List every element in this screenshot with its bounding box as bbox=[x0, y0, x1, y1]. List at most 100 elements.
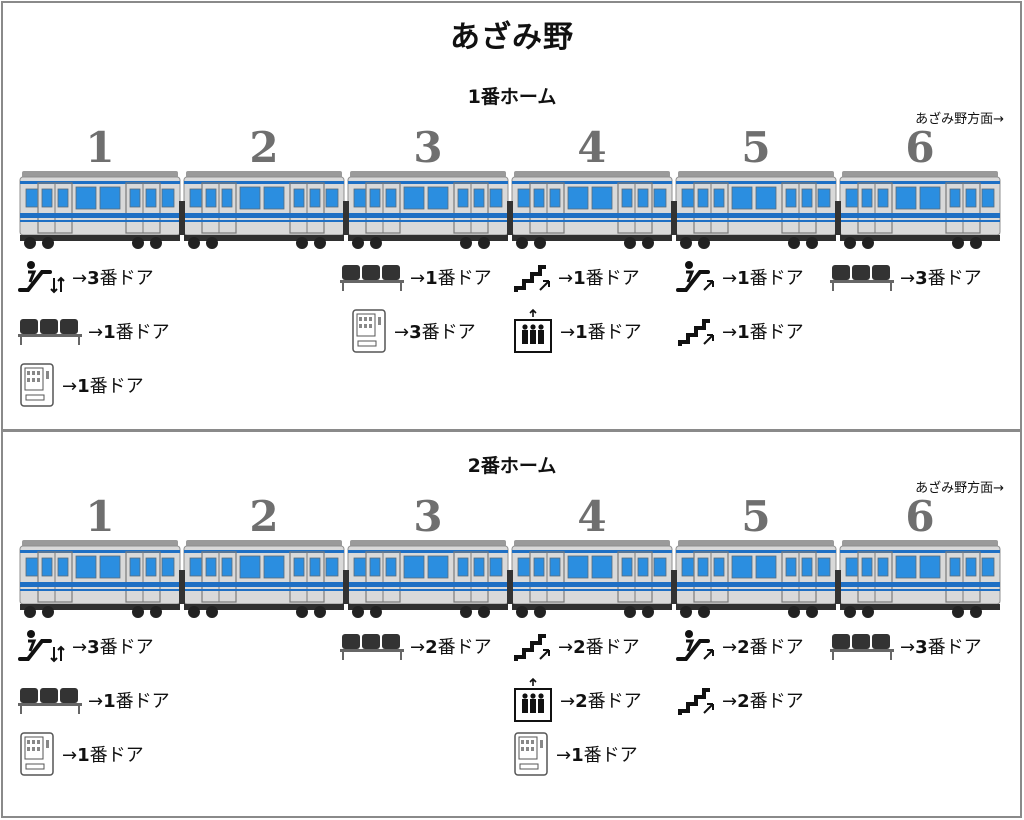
door-number: 1 bbox=[575, 322, 588, 343]
door-suffix: 番ドア bbox=[585, 268, 640, 289]
arrow-glyph: → bbox=[62, 745, 78, 766]
train-car-4: 4 bbox=[510, 496, 674, 621]
door-suffix: 番ドア bbox=[927, 637, 982, 658]
door-suffix: 番ドア bbox=[587, 322, 642, 343]
train-car-6: 6 bbox=[838, 127, 1002, 252]
door-suffix: 番ドア bbox=[749, 691, 804, 712]
door-suffix: 番ドア bbox=[421, 322, 476, 343]
door-suffix: 番ドア bbox=[587, 691, 642, 712]
arrow-glyph: → bbox=[722, 637, 738, 658]
door-label: →3番ドア bbox=[900, 264, 982, 290]
arrow-glyph: → bbox=[560, 691, 576, 712]
door-label: →2番ドア bbox=[722, 687, 804, 713]
facility-item: →1番ドア bbox=[512, 254, 640, 300]
door-label: →1番ドア bbox=[62, 372, 144, 398]
escalator-up-icon bbox=[676, 260, 716, 294]
bench-icon bbox=[340, 631, 404, 661]
door-number: 3 bbox=[87, 637, 100, 658]
stairs-up-icon bbox=[512, 629, 552, 663]
train-car-graphic bbox=[510, 171, 674, 249]
stairs-up-icon bbox=[676, 683, 716, 717]
door-label: →3番ドア bbox=[72, 264, 154, 290]
car-number: 5 bbox=[741, 492, 771, 541]
escalator-updown-icon bbox=[18, 260, 66, 294]
train-car-graphic bbox=[182, 171, 346, 249]
door-number: 3 bbox=[87, 268, 100, 289]
facility-item: →1番ドア bbox=[512, 731, 638, 777]
train-car-graphic bbox=[838, 171, 1001, 249]
door-number: 1 bbox=[573, 268, 586, 289]
door-suffix: 番ドア bbox=[115, 322, 170, 343]
arrow-glyph: → bbox=[560, 322, 576, 343]
car-number: 6 bbox=[905, 123, 935, 172]
facility-item: →2番ドア bbox=[676, 623, 804, 669]
door-number: 3 bbox=[409, 322, 422, 343]
door-number: 1 bbox=[737, 268, 750, 289]
door-label: →2番ドア bbox=[560, 687, 642, 713]
train-car-graphic bbox=[182, 540, 346, 618]
vending-machine-icon bbox=[18, 363, 56, 407]
train-car-graphic bbox=[346, 540, 510, 618]
door-number: 1 bbox=[425, 268, 438, 289]
train-car-3: 3 bbox=[346, 496, 510, 621]
bench-icon bbox=[830, 262, 894, 292]
arrow-glyph: → bbox=[62, 376, 78, 397]
train-car-graphic bbox=[674, 540, 838, 618]
train-car-graphic bbox=[19, 171, 182, 249]
stairs-up-icon bbox=[512, 260, 552, 294]
train-car-2: 2 bbox=[182, 496, 346, 621]
door-label: →1番ドア bbox=[62, 741, 144, 767]
stairs-up-icon bbox=[676, 314, 716, 348]
arrow-glyph: → bbox=[394, 322, 410, 343]
arrow-glyph: → bbox=[558, 637, 574, 658]
facility-item: →1番ドア bbox=[18, 362, 144, 408]
door-number: 3 bbox=[915, 268, 928, 289]
elevator-icon bbox=[512, 677, 554, 723]
elevator-icon bbox=[512, 308, 554, 354]
facility-item: →2番ドア bbox=[512, 677, 642, 723]
facility-item: →1番ドア bbox=[340, 254, 492, 300]
facility-item: →3番ドア bbox=[18, 623, 154, 669]
door-suffix: 番ドア bbox=[749, 268, 804, 289]
vending-machine-icon bbox=[18, 732, 56, 776]
door-suffix: 番ドア bbox=[749, 322, 804, 343]
platform-divider bbox=[1, 429, 1022, 432]
arrow-glyph: → bbox=[722, 322, 738, 343]
door-label: →3番ドア bbox=[900, 633, 982, 659]
door-suffix: 番ドア bbox=[437, 637, 492, 658]
station-title: あざみ野 bbox=[450, 20, 574, 55]
door-suffix: 番ドア bbox=[115, 691, 170, 712]
door-number: 2 bbox=[573, 637, 586, 658]
door-label: →3番ドア bbox=[394, 318, 476, 344]
car-number: 6 bbox=[905, 492, 935, 541]
facility-item: →1番ドア bbox=[512, 308, 642, 354]
facility-item: →1番ドア bbox=[676, 308, 804, 354]
train-car-2: 2 bbox=[182, 127, 346, 252]
car-number: 2 bbox=[249, 492, 279, 541]
facility-item: →3番ドア bbox=[830, 254, 982, 300]
door-label: →1番ドア bbox=[560, 318, 642, 344]
facility-item: →3番ドア bbox=[830, 623, 982, 669]
door-suffix: 番ドア bbox=[585, 637, 640, 658]
door-label: →1番ドア bbox=[722, 264, 804, 290]
door-suffix: 番ドア bbox=[99, 637, 154, 658]
arrow-glyph: → bbox=[410, 268, 426, 289]
door-number: 2 bbox=[737, 637, 750, 658]
door-number: 1 bbox=[103, 691, 116, 712]
facility-item: →2番ドア bbox=[340, 623, 492, 669]
door-number: 2 bbox=[575, 691, 588, 712]
escalator-updown-icon bbox=[18, 629, 66, 663]
door-suffix: 番ドア bbox=[99, 268, 154, 289]
door-suffix: 番ドア bbox=[749, 637, 804, 658]
facility-item: →1番ドア bbox=[676, 254, 804, 300]
train-car-6: 6 bbox=[838, 496, 1002, 621]
door-number: 2 bbox=[737, 691, 750, 712]
arrow-glyph: → bbox=[72, 637, 88, 658]
door-label: →1番ドア bbox=[88, 318, 170, 344]
door-label: →1番ドア bbox=[558, 264, 640, 290]
door-number: 1 bbox=[103, 322, 116, 343]
car-number: 5 bbox=[741, 123, 771, 172]
door-number: 1 bbox=[77, 745, 90, 766]
